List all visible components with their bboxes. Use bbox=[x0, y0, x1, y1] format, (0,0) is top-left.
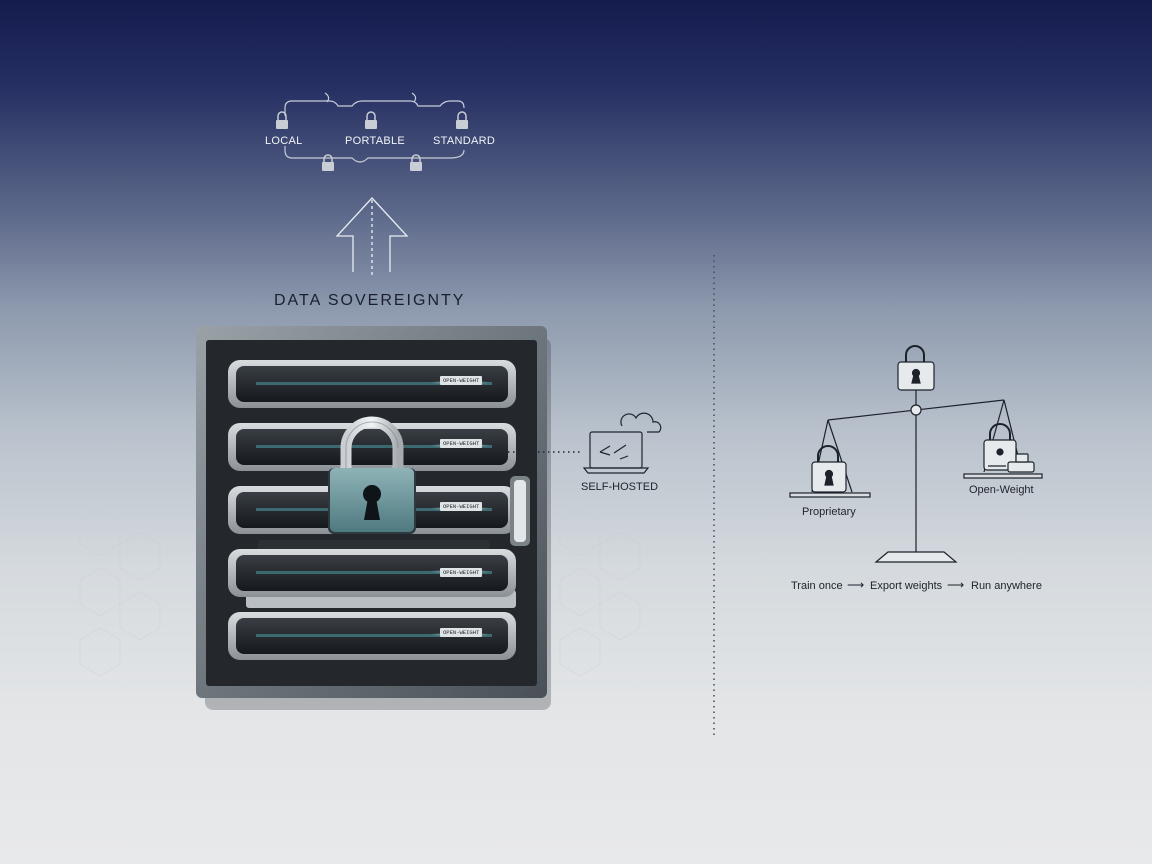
chain-label-portable: PORTABLE bbox=[345, 135, 406, 147]
flow-step-export: Export weights bbox=[870, 580, 943, 592]
page-title: DATA SOVEREIGNTY bbox=[274, 292, 466, 309]
flow-step-train: Train once bbox=[791, 580, 843, 592]
server-slot bbox=[228, 360, 516, 408]
slot-label: OPEN-WEIGHT bbox=[440, 628, 483, 637]
balance-scale-icon bbox=[789, 345, 1043, 563]
chain-lock-icon bbox=[276, 111, 468, 171]
flow-arrow-icon: ⟶ bbox=[847, 578, 865, 592]
slot-label: OPEN-WEIGHT bbox=[440, 376, 483, 385]
server-slot bbox=[228, 423, 516, 471]
chain-label-local: LOCAL bbox=[265, 135, 303, 147]
slot-label: OPEN-WEIGHT bbox=[440, 568, 483, 577]
slot-label: OPEN-WEIGHT bbox=[440, 439, 483, 448]
chain-label-standard: STANDARD bbox=[433, 135, 496, 147]
flow-step-run: Run anywhere bbox=[971, 580, 1042, 592]
flow-arrow-icon: ⟶ bbox=[947, 578, 965, 592]
server-slot bbox=[228, 549, 516, 597]
server-slot bbox=[228, 612, 516, 660]
self-hosted-label: SELF-HOSTED bbox=[581, 481, 659, 493]
hex-pattern bbox=[79, 507, 641, 677]
open-weight-label: Open-Weight bbox=[969, 484, 1034, 496]
up-arrow-icon bbox=[335, 197, 409, 278]
slot-label: OPEN-WEIGHT bbox=[440, 502, 483, 511]
padlock-icon bbox=[328, 416, 416, 534]
laptop-cloud-icon bbox=[582, 412, 662, 474]
server-rack bbox=[196, 326, 547, 698]
chain-diagram bbox=[284, 92, 465, 163]
proprietary-label: Proprietary bbox=[802, 506, 856, 518]
